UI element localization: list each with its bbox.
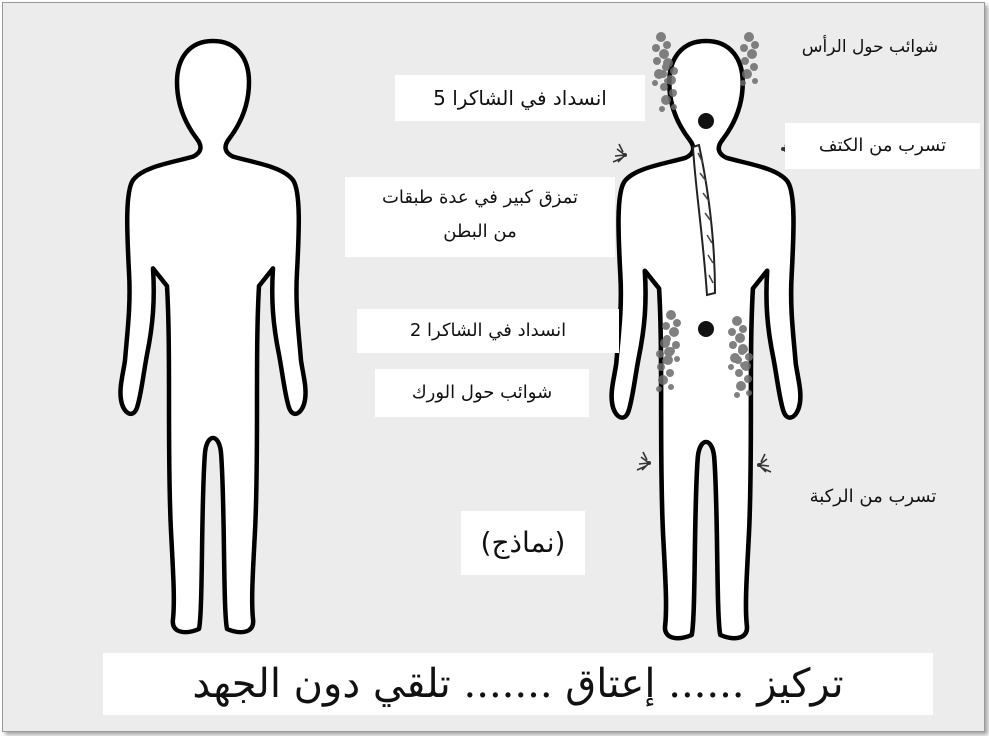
label-head-impurities-text: شوائب حول الرأس [802,37,938,57]
human-silhouette-icon [120,41,305,632]
label-abdomen-tear: تمزق كبير في عدة طبقات من البطن [345,177,615,257]
footer-caption-text: تركيز ...... إعتاق ....... تلقي دون الجه… [192,661,843,707]
label-examples-text: (نماذج) [481,526,566,559]
label-chakra5-blockage: انسداد في الشاكرا 5 [395,75,645,121]
human-silhouette-icon [612,41,801,638]
label-head-impurities: شوائب حول الرأس [775,37,965,57]
chakra-dot-icon [698,113,714,129]
label-hip-impurities-text: شوائب حول الورك [412,382,552,403]
label-chakra2-blockage: انسداد في الشاكرا 2 [357,309,619,353]
footer-caption: تركيز ...... إعتاق ....... تلقي دون الجه… [103,653,933,715]
label-knee-leak: تسرب من الركبة [775,477,971,517]
label-shoulder-leak-text: تسرب من الكتف [819,135,946,156]
label-chakra5-text: انسداد في الشاكرا 5 [433,86,607,110]
label-examples: (نماذج) [461,511,585,575]
label-hip-impurities: شوائب حول الورك [375,369,589,417]
label-abdomen-tear-line1: تمزق كبير في عدة طبقات [345,181,615,215]
label-abdomen-tear-line2: من البطن [345,215,615,249]
label-knee-leak-text: تسرب من الركبة [810,486,937,507]
label-shoulder-leak: تسرب من الكتف [785,123,980,169]
label-chakra2-text: انسداد في الشاكرا 2 [410,320,566,341]
chakra-dot-icon [698,321,714,337]
